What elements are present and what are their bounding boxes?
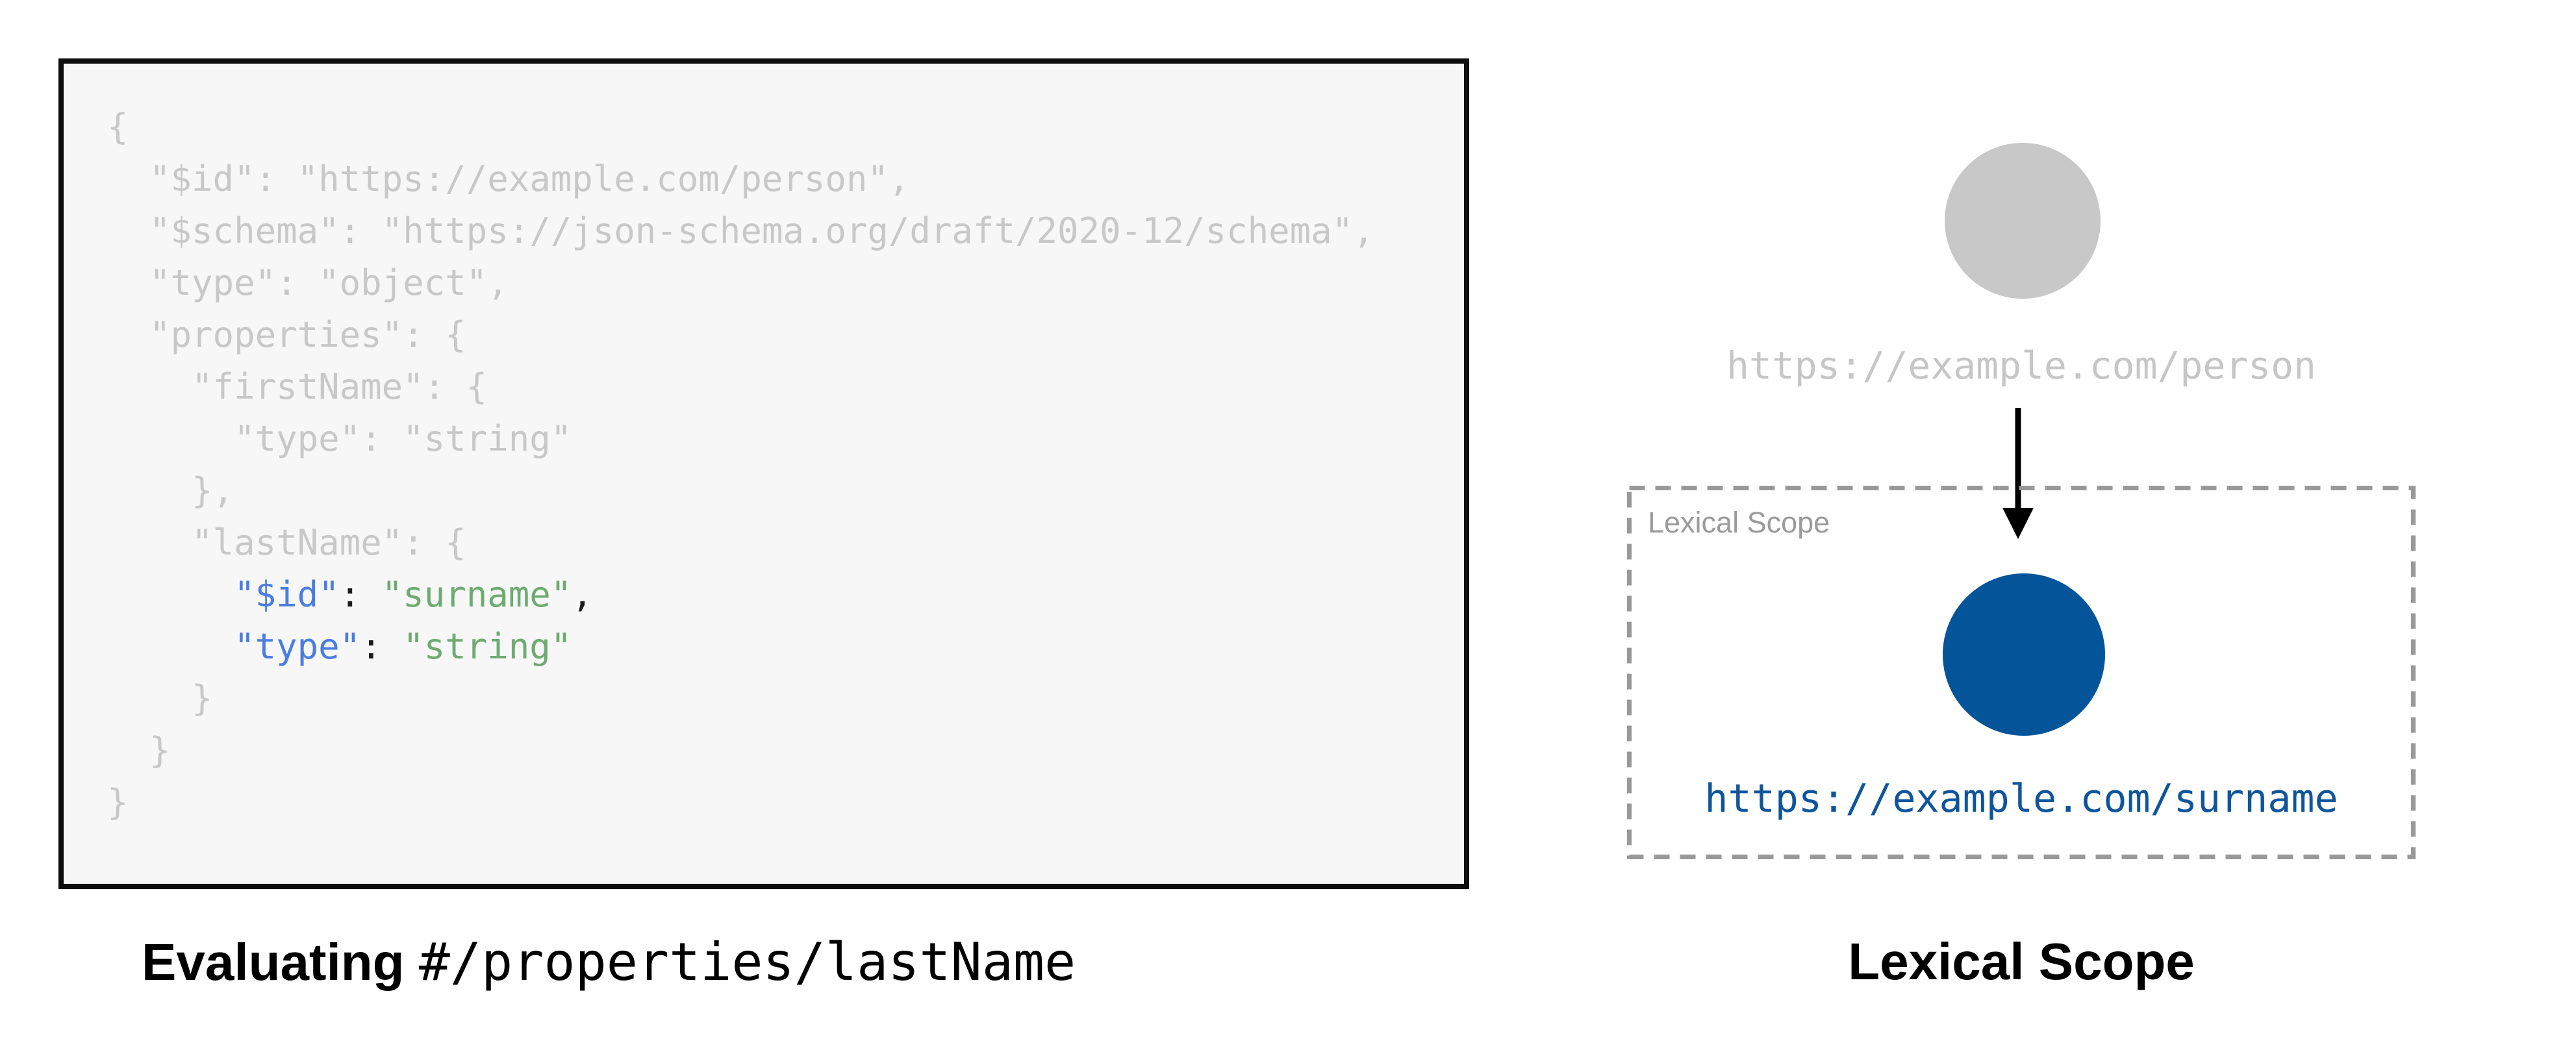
code-segment: "$schema": "https://json-schema.org/draf… bbox=[107, 210, 1374, 251]
code-segment: } bbox=[107, 782, 129, 823]
code-segment: , bbox=[572, 574, 593, 615]
code-segment: "lastName": { bbox=[107, 522, 466, 563]
code-segment: "surname" bbox=[381, 574, 572, 615]
code-segment: "type": "string" bbox=[107, 418, 572, 459]
code-line: } bbox=[107, 725, 1464, 777]
code-line: "$id": "surname", bbox=[107, 569, 1464, 621]
child-schema-circle bbox=[1943, 573, 2105, 736]
code-segment bbox=[107, 626, 234, 667]
down-arrow-icon bbox=[2002, 408, 2034, 539]
code-segment: } bbox=[107, 730, 171, 771]
code-segment: "properties": { bbox=[107, 314, 466, 355]
code-segment: { bbox=[107, 106, 129, 147]
code-line: } bbox=[107, 673, 1464, 725]
evaluating-caption-pointer: #/properties/lastName bbox=[418, 932, 1076, 992]
code-line: } bbox=[107, 777, 1464, 829]
code-line: "$schema": "https://json-schema.org/draf… bbox=[107, 205, 1464, 257]
code-segment: : bbox=[360, 626, 403, 667]
lexical-scope-caption: Lexical Scope bbox=[1848, 933, 2195, 990]
code-segment: : bbox=[339, 574, 382, 615]
json-schema-code-panel: { "$id": "https://example.com/person", "… bbox=[58, 58, 1469, 889]
code-line: "firstName": { bbox=[107, 361, 1464, 413]
code-segment: "string" bbox=[403, 626, 572, 667]
code-line: "lastName": { bbox=[107, 517, 1464, 569]
code-line: { bbox=[107, 101, 1464, 153]
parent-uri-label: https://example.com/person bbox=[1726, 344, 2316, 388]
code-segment bbox=[107, 574, 234, 615]
code-block: { "$id": "https://example.com/person", "… bbox=[64, 64, 1464, 829]
code-line: "type": "object", bbox=[107, 257, 1464, 309]
code-line: "$id": "https://example.com/person", bbox=[107, 153, 1464, 205]
child-uri-label: https://example.com/surname bbox=[1704, 776, 2338, 821]
evaluating-caption-word: Evaluating bbox=[142, 933, 419, 991]
code-segment: "type": "object", bbox=[107, 262, 509, 303]
code-segment: "type" bbox=[234, 626, 361, 667]
parent-schema-circle bbox=[1945, 143, 2101, 299]
code-segment: } bbox=[107, 678, 213, 719]
code-segment: "$id" bbox=[234, 574, 340, 615]
code-segment: "$id": "https://example.com/person", bbox=[107, 158, 910, 199]
code-line: "type": "string" bbox=[107, 621, 1464, 673]
code-line: "properties": { bbox=[107, 309, 1464, 361]
lexical-scope-inner-label: Lexical Scope bbox=[1648, 506, 1830, 539]
code-segment: "firstName": { bbox=[107, 366, 488, 407]
lexical-scope-dashed-box bbox=[1627, 486, 2416, 859]
code-segment: }, bbox=[107, 470, 234, 511]
code-line: "type": "string" bbox=[107, 413, 1464, 465]
code-line: }, bbox=[107, 465, 1464, 517]
evaluating-caption: Evaluating #/properties/lastName bbox=[142, 932, 1076, 992]
